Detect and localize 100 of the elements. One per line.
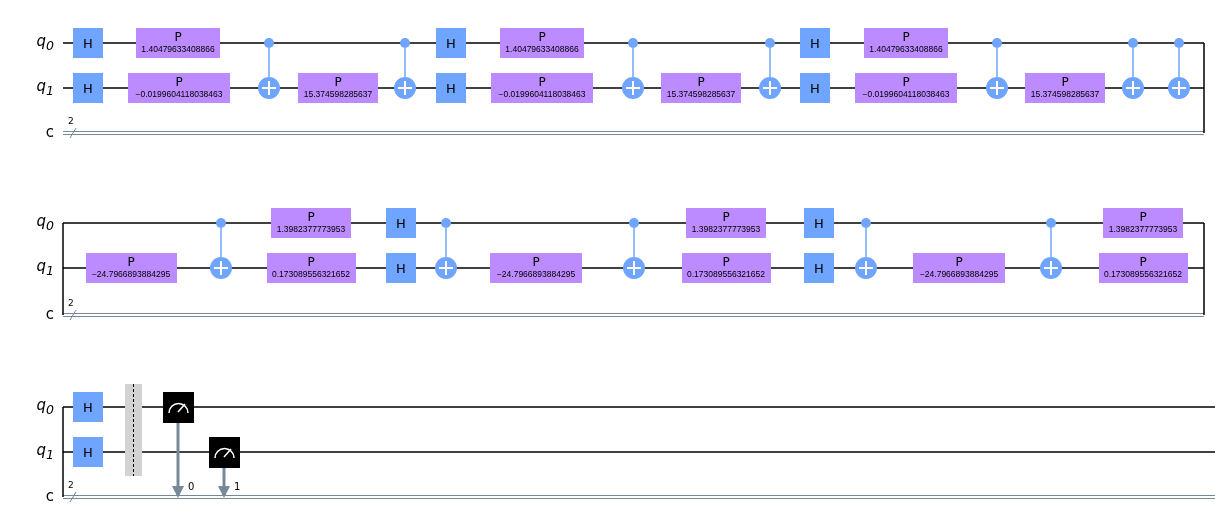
wire-label: c bbox=[45, 487, 54, 505]
gate-name: P bbox=[1139, 256, 1147, 269]
cnot-target bbox=[1040, 257, 1062, 279]
gate-name: P bbox=[1139, 211, 1147, 224]
control-dot bbox=[1128, 38, 1138, 48]
edge-label: 0 bbox=[188, 481, 195, 492]
control-line bbox=[220, 227, 222, 258]
control-line bbox=[633, 227, 635, 258]
hadamard-gate: H bbox=[386, 208, 416, 238]
control-line bbox=[445, 227, 447, 258]
cnot-target bbox=[210, 257, 232, 279]
phase-gate bbox=[864, 28, 948, 58]
control-dot bbox=[1046, 218, 1056, 228]
gate-parameter: 1.40479633408866 bbox=[505, 44, 579, 55]
cnot-target bbox=[435, 257, 457, 279]
control-line bbox=[865, 227, 867, 258]
hadamard-gate: H bbox=[436, 73, 466, 103]
measurement-gate bbox=[162, 391, 194, 423]
cnot-target bbox=[1168, 77, 1190, 99]
phase-gate bbox=[1103, 208, 1183, 238]
control-dot bbox=[441, 218, 451, 228]
control-dot bbox=[861, 218, 871, 228]
phase-gate bbox=[271, 208, 351, 238]
gate-name: P bbox=[902, 76, 910, 89]
control-dot bbox=[400, 38, 410, 48]
phase-gate bbox=[1098, 253, 1188, 283]
cnot-target bbox=[394, 77, 416, 99]
hadamard-gate: H bbox=[73, 392, 103, 422]
gate-name: P bbox=[1061, 76, 1069, 89]
cnot-target bbox=[759, 77, 781, 99]
control-dot bbox=[628, 38, 638, 48]
phase-gate bbox=[490, 253, 582, 283]
gate-name: P bbox=[307, 211, 315, 224]
gate-name: P bbox=[697, 76, 705, 89]
control-dot bbox=[1174, 38, 1184, 48]
gate-parameter: −0.0199604118038463 bbox=[498, 89, 586, 100]
hadamard-gate: H bbox=[73, 437, 103, 467]
hadamard-gate: H bbox=[386, 253, 416, 283]
gate-parameter: 1.40479633408866 bbox=[869, 44, 943, 55]
phase-gate bbox=[136, 28, 220, 58]
gate-name: P bbox=[722, 256, 730, 269]
phase-gate bbox=[298, 73, 378, 103]
gate-parameter: −0.0199604118038463 bbox=[135, 89, 223, 100]
register-size: 2 bbox=[68, 298, 74, 308]
cnot-target bbox=[258, 77, 280, 99]
gate-parameter: 1.3982377773953 bbox=[276, 224, 346, 235]
gate-name: P bbox=[955, 256, 963, 269]
gate-name: P bbox=[334, 76, 342, 89]
gate-parameter: 1.40479633408866 bbox=[141, 44, 215, 55]
wire-label: q$_{1}$ bbox=[36, 257, 54, 278]
phase-gate bbox=[661, 73, 741, 103]
gate-name: P bbox=[902, 31, 910, 44]
hadamard-gate: H bbox=[73, 28, 103, 58]
gate-name: P bbox=[175, 76, 183, 89]
gate-name: P bbox=[532, 256, 540, 269]
control-line bbox=[769, 47, 771, 78]
cnot-target bbox=[986, 77, 1008, 99]
gate-name: P bbox=[538, 31, 546, 44]
control-line bbox=[996, 47, 998, 78]
control-line bbox=[632, 47, 634, 78]
gate-parameter: 0.173089556321652 bbox=[687, 269, 765, 280]
gate-parameter: 0.173089556321652 bbox=[1104, 269, 1182, 280]
control-line bbox=[1050, 227, 1052, 258]
control-dot bbox=[264, 38, 274, 48]
cnot-target bbox=[622, 77, 644, 99]
gate-parameter: −0.0199604118038463 bbox=[862, 89, 950, 100]
wire-label: q$_{1}$ bbox=[36, 77, 54, 98]
phase-gate bbox=[266, 253, 356, 283]
gate-parameter: −24.7966893884295 bbox=[496, 269, 576, 280]
control-line bbox=[404, 47, 406, 78]
control-line bbox=[1178, 47, 1180, 78]
gate-parameter: 0.173089556321652 bbox=[272, 269, 350, 280]
phase-gate bbox=[681, 253, 771, 283]
phase-gate bbox=[85, 253, 177, 283]
gate-name: P bbox=[538, 76, 546, 89]
gate-parameter: 15.374598285637 bbox=[666, 89, 736, 100]
gate-parameter: −24.7966893884295 bbox=[919, 269, 999, 280]
measurement-arrow bbox=[218, 467, 230, 498]
gate-parameter: 15.374598285637 bbox=[303, 89, 373, 100]
cnot-target bbox=[855, 257, 877, 279]
gate-parameter: 1.3982377773953 bbox=[691, 224, 761, 235]
control-line bbox=[268, 47, 270, 78]
measurement-arrow bbox=[172, 422, 184, 498]
wire-label: q$_{0}$ bbox=[36, 212, 54, 233]
wire-label: q$_{0}$ bbox=[36, 32, 54, 53]
cnot-target bbox=[623, 257, 645, 279]
control-line bbox=[1132, 47, 1134, 78]
phase-gate bbox=[491, 73, 593, 103]
gate-name: P bbox=[722, 211, 730, 224]
wire-label: q$_{1}$ bbox=[36, 441, 54, 462]
control-dot bbox=[629, 218, 639, 228]
phase-gate bbox=[1025, 73, 1105, 103]
phase-gate bbox=[913, 253, 1005, 283]
hadamard-gate: H bbox=[73, 73, 103, 103]
wire-label: c bbox=[45, 123, 54, 141]
register-size: 2 bbox=[68, 480, 74, 490]
hadamard-gate: H bbox=[800, 28, 830, 58]
cnot-target bbox=[1122, 77, 1144, 99]
hadamard-gate: H bbox=[804, 208, 834, 238]
control-dot bbox=[992, 38, 1002, 48]
